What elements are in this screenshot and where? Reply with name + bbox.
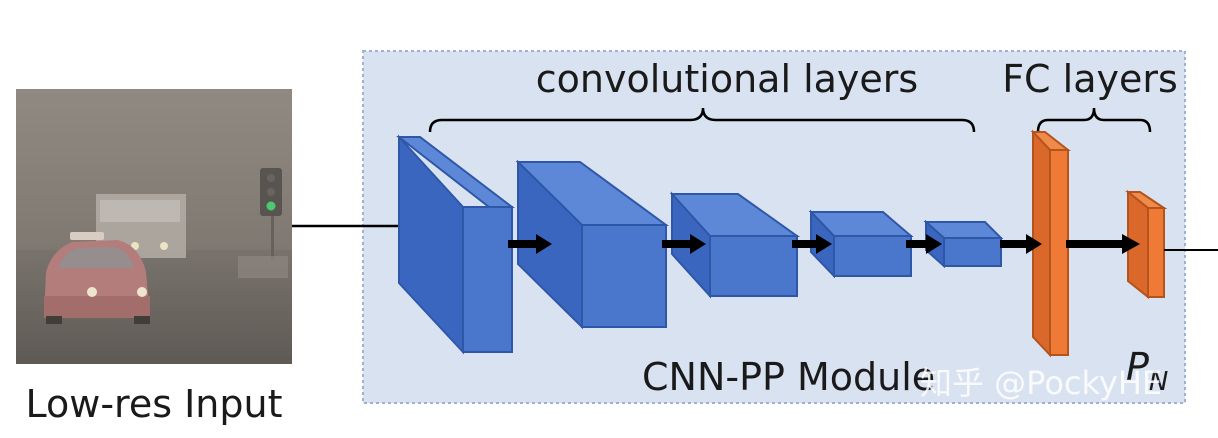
conv-layer-5 xyxy=(923,219,1004,269)
fc-layer-1 xyxy=(1030,129,1071,358)
bus-silhouette xyxy=(96,194,186,258)
watermark: 知乎 @PockyHE xyxy=(920,364,1162,402)
module-label: CNN-PP Module xyxy=(642,355,935,399)
input-label: Low-res Input xyxy=(26,382,283,426)
output-symbol-p: P xyxy=(1126,345,1149,389)
conv-brace xyxy=(428,107,976,133)
flow-arrows xyxy=(508,234,1140,254)
conv-layer-1 xyxy=(396,134,515,355)
fc-layers-label: FC layers xyxy=(1002,57,1178,101)
output-symbol-subscript: N xyxy=(1149,367,1168,397)
foggy-street-photo xyxy=(16,89,292,364)
conv-layers-label: convolutional layers xyxy=(536,57,918,101)
fc-brace xyxy=(1036,107,1152,133)
traffic-light xyxy=(260,168,282,260)
red-taxi xyxy=(44,232,150,324)
output-symbol: PN xyxy=(1126,345,1168,397)
conv-layer-4 xyxy=(808,209,914,279)
